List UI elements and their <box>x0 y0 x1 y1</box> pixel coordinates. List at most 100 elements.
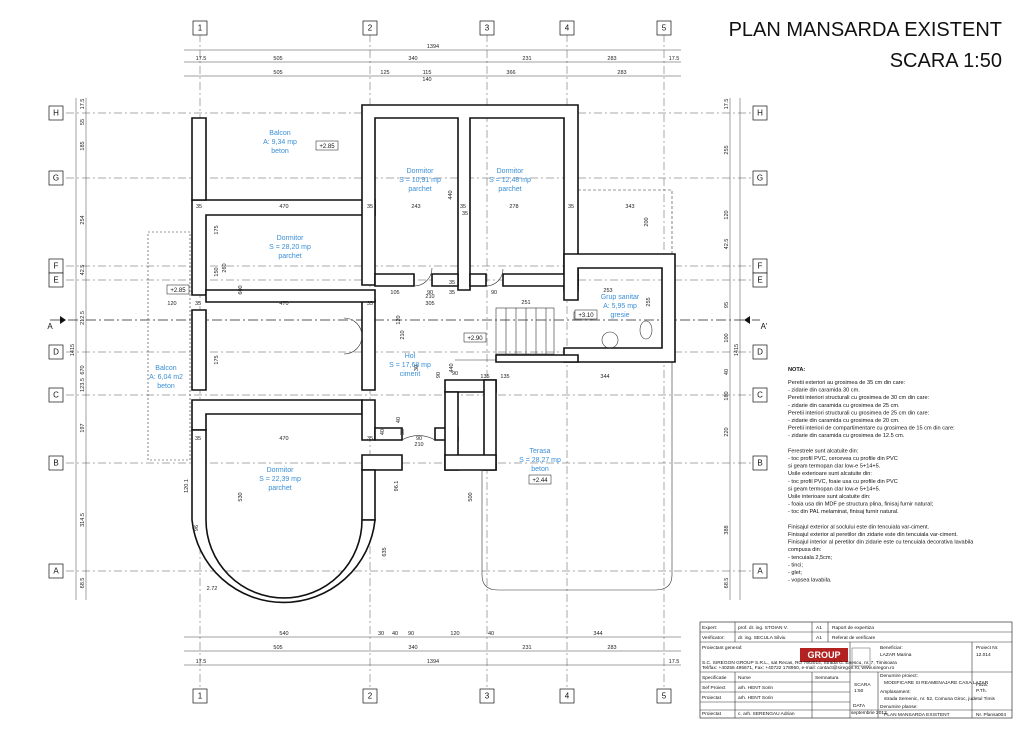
tb-project-no-label: Proiect Nr. <box>976 645 998 651</box>
tb-scale: 1:50 <box>854 688 864 694</box>
room-name: Grup sanitar <box>601 294 640 301</box>
tb-expert-label: Expert: <box>702 625 717 631</box>
top-edge-dim-right: 17.5 <box>669 56 680 62</box>
inner-dim: 35 <box>568 204 574 210</box>
top-edge-dim: 17.5 <box>196 56 207 62</box>
bottom-dim: 30 <box>378 631 384 637</box>
grid-row-marker <box>752 344 768 360</box>
top-dim: 283 <box>607 56 616 62</box>
inner-dim: 530 <box>238 492 244 501</box>
room-area: S = 28,27 mp <box>519 457 561 464</box>
grid-column-label: 4 <box>565 692 570 701</box>
staircase <box>495 307 555 355</box>
tb-location-label: Amplasament: <box>880 689 911 695</box>
room-name: Dormitor <box>407 168 435 175</box>
inner-dim: 35 <box>367 436 373 442</box>
tb-date: septembrie 2012 <box>851 710 887 716</box>
note-line: - toc din PAL melaminat, finisaj furnir … <box>788 509 899 515</box>
inner-dim: 35 <box>367 301 373 307</box>
plan-title: PLAN MANSARDA EXISTENT <box>729 19 1002 41</box>
grid-column-marker <box>192 20 208 36</box>
inner-dim: 210 <box>425 294 434 300</box>
bottom-edge-dim-right: 17.5 <box>669 659 680 665</box>
grid-row-label: C <box>757 391 763 400</box>
note-line: - zidarie din caramida cu grosimea de 20… <box>788 418 900 424</box>
level-marker <box>528 474 552 485</box>
level-value: +2.90 <box>467 336 483 342</box>
room-finish: gresie <box>610 312 629 319</box>
inner-dim: 90 <box>436 372 442 378</box>
grid-row-marker <box>752 563 768 579</box>
tb-project-name-label: Denumire proiect: <box>880 673 918 679</box>
tb-verif-code: A1 <box>816 635 822 641</box>
inner-dim: 305 <box>425 301 434 307</box>
grid-row-label: A <box>757 567 763 576</box>
grid-column-label: 5 <box>662 24 667 33</box>
company-logo <box>800 648 848 662</box>
note-line: - tinci; <box>788 562 803 568</box>
room-area: A: 5,95 mp <box>603 303 637 310</box>
bottom-edge-dim: 17.5 <box>196 659 207 665</box>
inner-dim: 2.72 <box>207 586 218 592</box>
grid-row-label: E <box>757 276 762 285</box>
level-value: +2.85 <box>319 144 335 150</box>
right-dim: 95 <box>724 302 730 308</box>
inner-dim: 40 <box>396 417 402 423</box>
top-dim2: 505 <box>273 70 282 76</box>
tb-sheet-label: Nr. Plansa <box>976 712 998 718</box>
inner-dim: 35 <box>196 204 202 210</box>
inner-dim: 35 <box>462 211 468 217</box>
grid-column-marker <box>479 688 495 704</box>
left-dim: 197 <box>80 423 86 432</box>
right-dim: 255 <box>724 145 730 154</box>
inner-dim: 35 <box>195 301 201 307</box>
room-area: S = 12,48 mp <box>489 177 531 184</box>
right-dim: 120 <box>724 210 730 219</box>
right-dim: 180 <box>724 391 730 400</box>
inner-dim: 251 <box>521 300 530 306</box>
top-dim2: 366 <box>506 70 515 76</box>
inner-dim: 470 <box>279 204 288 210</box>
grid-column-label: 5 <box>662 692 667 701</box>
room-name: Dormitor <box>277 235 305 242</box>
note-line: Peretii interiori de compartimentare cu … <box>788 426 955 432</box>
grid-row-label: G <box>53 174 59 183</box>
bottom-dim: 120 <box>450 631 459 637</box>
company-logo-text: GROUP <box>807 650 840 660</box>
room-area: S = 22,39 mp <box>259 476 301 483</box>
tb-drawn: c. arh. SERENGAU Adrian <box>738 711 795 717</box>
right-dim: 1415 <box>734 344 740 356</box>
inner-dim: 40 <box>380 429 386 435</box>
grid-row-marker <box>752 105 768 121</box>
plan-scale: SCARA 1:50 <box>890 50 1002 72</box>
tb-sheet: 004 <box>998 712 1006 718</box>
note-line: Finisajul interior al peretilor din zida… <box>788 540 974 546</box>
tb-expert-code: A1 <box>816 625 822 631</box>
tb-verif: dr. ing. SECULA Silviu <box>738 635 786 641</box>
left-dim: 254 <box>80 215 86 224</box>
note-line: - vopsea lavabila. <box>788 578 832 584</box>
top-dim: 231 <box>522 56 531 62</box>
left-dimensions: 17.5141518525442.5212.5670123.5197314.56… <box>70 99 86 589</box>
right-dim: 68.5 <box>724 578 730 589</box>
grid-row-marker <box>48 387 64 403</box>
tb-plan: PLAN MANSARDA EXISTENT <box>884 712 950 718</box>
tb-beneficiary-label: Beneficiar: <box>880 645 903 651</box>
note-line: - glet; <box>788 570 802 576</box>
note-line: Usile exterioare sunt alcatuite din: <box>788 471 872 477</box>
inner-dim: 440 <box>449 363 455 372</box>
inner-dim: 120 <box>396 315 402 324</box>
bottom-dim: 344 <box>593 631 602 637</box>
bottom-dim: 40 <box>392 631 398 637</box>
grid-column-marker <box>559 688 575 704</box>
left-dim: 17.5 <box>80 99 86 110</box>
grid-row-marker <box>48 272 64 288</box>
grid-column-marker <box>559 20 575 36</box>
terrace-outline <box>147 189 673 591</box>
inner-dim: 135 <box>500 374 509 380</box>
left-dim: 314.5 <box>80 513 86 527</box>
grid-row-marker <box>752 272 768 288</box>
inner-dim: 90 <box>491 290 497 296</box>
